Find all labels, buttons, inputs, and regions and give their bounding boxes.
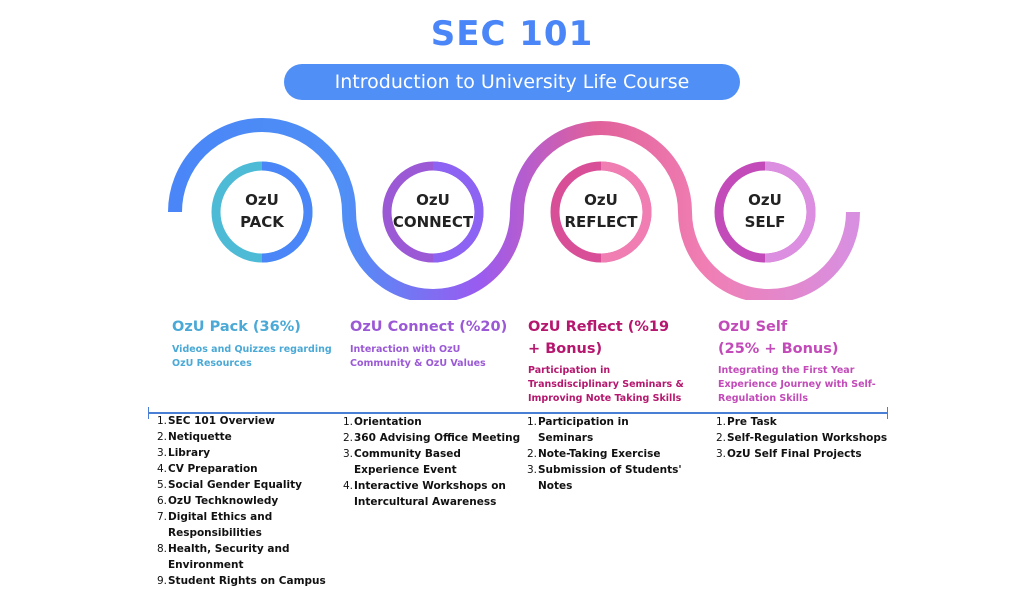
heading-connect: OzU Connect (%20) [350,319,508,335]
divider-line [148,412,888,414]
list-item: 2.Note-Taking Exercise [527,446,687,462]
circle-connect [382,161,484,263]
circle-self [714,161,816,263]
list-item-number: 9. [157,575,168,587]
list-item: 3.OzU Self Final Projects [716,446,891,462]
description-connect: Interaction with OzU Community & OzU Val… [350,344,486,369]
list-item-text: Orientation [354,416,422,428]
list-item-number: 1. [527,416,538,428]
list-item-number: 1. [343,416,354,428]
list-item-number: 2. [157,431,168,443]
list-item: 4.Interactive Workshops on Intercultural… [343,478,523,510]
list-item: 2.Netiquette [157,429,357,445]
list-item-text: Netiquette [168,431,232,443]
list-item: 2.360 Advising Office Meeting [343,430,523,446]
subtitle-banner: Introduction to University Life Course [284,64,740,100]
list-item-text: OzU Self Final Projects [727,448,862,460]
list-item: 9.Student Rights on Campus [157,573,357,589]
list-item-number: 3. [343,448,354,460]
list-item: 2.Self-Regulation Workshops [716,430,891,446]
list-item-text: Interactive Workshops on Intercultural A… [354,480,506,508]
list-item: 6.OzU Techknowledy [157,493,357,509]
list-item-text: Digital Ethics and Responsibilities [168,511,273,539]
list-item: 1.Pre Task [716,414,891,430]
heading-self: OzU Self(25% + Bonus) [718,319,839,357]
list-item-number: 2. [716,432,727,444]
list-item-text: Participation in Seminars [538,416,629,444]
list-item: 8.Health, Security and Environment [157,541,357,573]
list-item-number: 3. [157,447,168,459]
list-item: 3.Community Based Experience Event [343,446,523,478]
list-item-text: Student Rights on Campus [168,575,326,587]
list-item-number: 7. [157,511,168,523]
circle-pack [211,161,313,263]
circle-reflect [550,161,652,263]
list-item-text: OzU Techknowledy [168,495,279,507]
list-item-text: Submission of Students' Notes [538,464,682,492]
list-item: 1.Orientation [343,414,523,430]
list-item-text: 360 Advising Office Meeting [354,432,521,444]
description-reflect: Participation in Transdisciplinary Semin… [528,365,684,404]
page-title: SEC 101 [430,14,594,54]
list-item-text: Health, Security and Environment [168,543,290,571]
list-item: 5.Social Gender Equality [157,477,357,493]
list-item: 1.Participation in Seminars [527,414,687,446]
list-item-number: 6. [157,495,168,507]
list-item-text: SEC 101 Overview [168,415,276,427]
list-item: 4.CV Preparation [157,461,357,477]
wave-path [168,118,860,300]
list-item-number: 8. [157,543,168,555]
list-item: 1.SEC 101 Overview [157,413,357,429]
list-item: 3.Library [157,445,357,461]
list-item-text: Social Gender Equality [168,479,302,491]
description-pack: Videos and Quizzes regarding OzU Resourc… [172,344,332,369]
divider-tick [148,407,149,419]
list-item-number: 3. [527,464,538,476]
list-item: 7.Digital Ethics and Responsibilities [157,509,357,541]
list-item-text: CV Preparation [168,463,258,475]
list-item-number: 4. [343,480,354,492]
list-item-number: 3. [716,448,727,460]
list-item-number: 5. [157,479,168,491]
list-item-text: Pre Task [727,416,777,428]
list-item-number: 1. [716,416,727,428]
description-self: Integrating the First Year Experience Jo… [718,365,876,404]
heading-pack: OzU Pack (36%) [172,319,301,335]
list-item-text: Community Based Experience Event [354,448,461,476]
heading-reflect: OzU Reflect (%19+ Bonus) [528,319,670,357]
wave-diagram [168,118,860,300]
list-item-text: Note-Taking Exercise [538,448,661,460]
list-item-number: 2. [343,432,354,444]
list-item-number: 4. [157,463,168,475]
list-item-text: Library [168,447,211,459]
divider-tick [887,407,888,419]
list-item: 3.Submission of Students' Notes [527,462,687,494]
list-item-text: Self-Regulation Workshops [727,432,888,444]
list-item-number: 2. [527,448,538,460]
list-item-number: 1. [157,415,168,427]
